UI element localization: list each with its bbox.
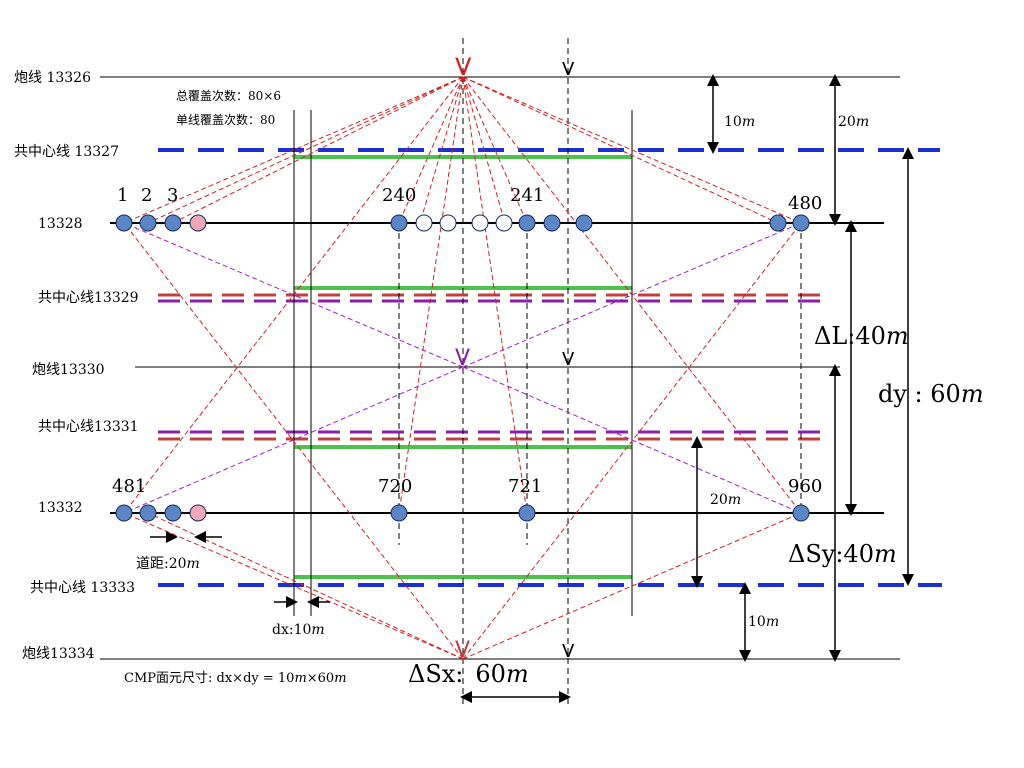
shot-marker-bottom-black: V bbox=[562, 641, 575, 662]
receiver bbox=[769, 214, 787, 232]
shot-marker-top-black: V bbox=[562, 59, 575, 80]
label-shot-13330: 炮线13330 bbox=[32, 362, 105, 378]
station-960: 960 bbox=[788, 476, 822, 497]
receiver bbox=[390, 214, 408, 232]
receiver bbox=[390, 504, 408, 522]
station-3: 3 bbox=[167, 185, 178, 206]
label-cmp-13333: 共中心线 13333 bbox=[30, 580, 135, 596]
station-481: 481 bbox=[112, 476, 146, 497]
station-240: 240 bbox=[382, 185, 416, 206]
receiver-pink bbox=[189, 504, 207, 522]
dim-10m-bottom: 10m bbox=[748, 614, 779, 630]
station-721: 721 bbox=[508, 476, 542, 497]
dim-delta-sy: ΔSy:40m bbox=[788, 540, 897, 568]
ray-paths-middle-shot bbox=[123, 222, 802, 514]
station-2: 2 bbox=[141, 185, 152, 206]
label-cmp-13327: 共中心线 13327 bbox=[14, 144, 119, 160]
receiver bbox=[518, 214, 536, 232]
label-cmp-13329: 共中心线13329 bbox=[38, 290, 139, 306]
receiver bbox=[115, 214, 133, 232]
shot-marker-mid-purple: V bbox=[455, 346, 470, 371]
receiver bbox=[792, 504, 810, 522]
receivers-13332 bbox=[115, 504, 810, 522]
receiver bbox=[164, 214, 182, 232]
receiver bbox=[792, 214, 810, 232]
receiver bbox=[139, 504, 157, 522]
station-720: 720 bbox=[378, 476, 412, 497]
receiver bbox=[115, 504, 133, 522]
cmp-bin-caption: CMP面元尺寸: dx×dy = 10m×60m bbox=[124, 671, 347, 686]
station-480: 480 bbox=[788, 193, 822, 214]
label-cmp-13331: 共中心线13331 bbox=[38, 419, 139, 435]
ray-paths-top-shot bbox=[123, 76, 802, 514]
receiver bbox=[139, 214, 157, 232]
fold-total: 总覆盖次数：80×6 bbox=[176, 88, 281, 103]
label-shot-13334: 炮线13334 bbox=[22, 646, 95, 662]
receiver bbox=[543, 214, 561, 232]
station-241: 241 bbox=[510, 185, 544, 206]
receivers-13328 bbox=[115, 214, 810, 232]
dim-dy: dy : 60m bbox=[878, 380, 984, 408]
dim-20m-mid: 20m bbox=[710, 492, 741, 508]
receiver-empty bbox=[439, 214, 457, 232]
fold-single: 单线覆盖次数：80 bbox=[176, 112, 275, 127]
dim-20m-top: 20m bbox=[838, 114, 869, 130]
label-rx-13332: 13332 bbox=[38, 500, 83, 516]
dim-delta-l: ΔL:40m bbox=[814, 322, 909, 350]
receiver-empty bbox=[415, 214, 433, 232]
shot-marker-bottom-red: V bbox=[455, 638, 470, 663]
receiver bbox=[164, 504, 182, 522]
dim-delta-sx: ΔSx:60m bbox=[408, 660, 529, 688]
station-1: 1 bbox=[117, 185, 128, 206]
dim-10m-top: 10m bbox=[724, 114, 755, 130]
dim-dx: dx:10m bbox=[272, 622, 325, 638]
receiver-pink bbox=[189, 214, 207, 232]
label-rx-13328: 13328 bbox=[38, 216, 83, 232]
receiver-empty bbox=[495, 214, 513, 232]
receiver bbox=[518, 504, 536, 522]
receiver-empty bbox=[471, 214, 489, 232]
shot-marker-top-red: V bbox=[455, 53, 472, 81]
label-shot-13326: 炮线 13326 bbox=[14, 70, 91, 86]
dim-station-spacing: 道距:20m bbox=[136, 556, 200, 572]
shot-marker-mid-black: V bbox=[562, 349, 575, 370]
receiver bbox=[575, 214, 593, 232]
